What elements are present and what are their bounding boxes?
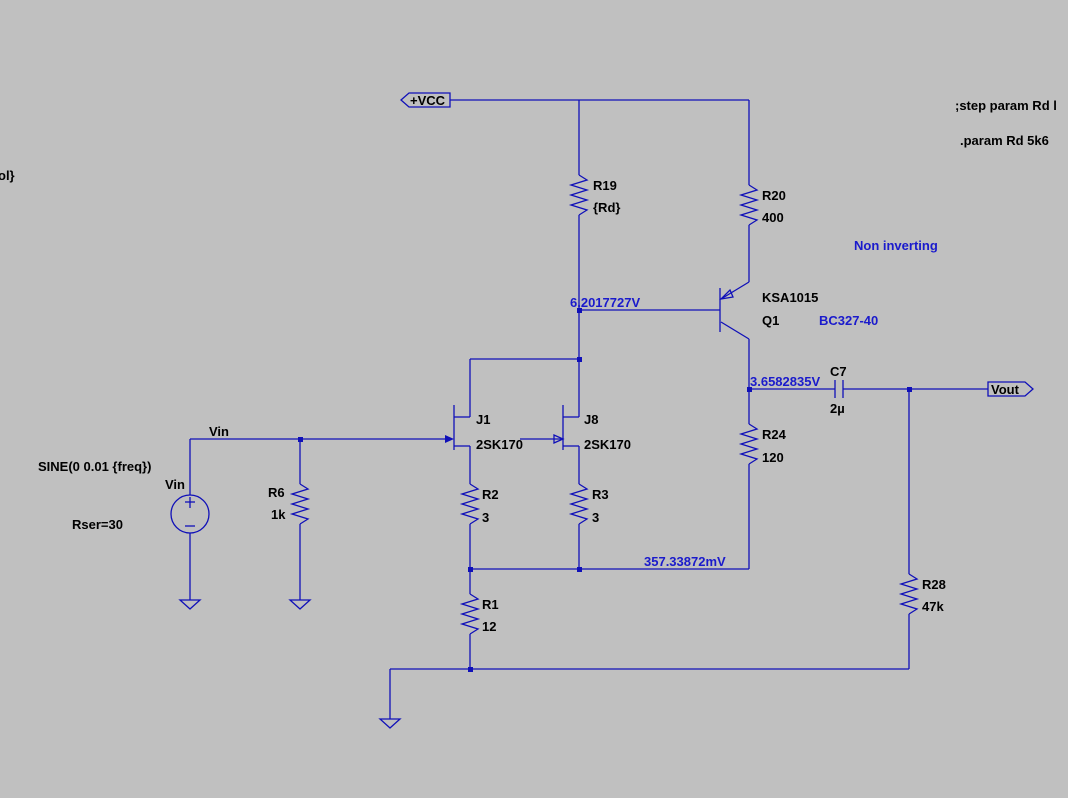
resistor-r19[interactable]: R19 {Rd}: [568, 174, 620, 310]
resistor-r20[interactable]: R20 400: [738, 184, 786, 282]
r19-value: {Rd}: [593, 200, 620, 215]
source-node[interactable]: 357.33872mV: [468, 554, 749, 572]
j8-ref: J8: [584, 412, 598, 427]
resistor-r3[interactable]: R3 3: [568, 483, 609, 569]
vin-net-label: Vin: [209, 424, 229, 439]
c7-value: 2µ: [830, 401, 845, 416]
r1-value: 12: [482, 619, 496, 634]
ground-rail[interactable]: [378, 667, 909, 729]
resistor-r1[interactable]: R1 12: [459, 593, 499, 669]
r3-ref: R3: [592, 487, 609, 502]
q1-alternative-note[interactable]: BC327-40: [819, 313, 878, 328]
drain-node[interactable]: 6.2017727V: [570, 295, 720, 359]
q1-model: KSA1015: [762, 290, 818, 305]
r2-value: 3: [482, 510, 489, 525]
r6-value: 1k: [271, 507, 286, 522]
r28-value: 47k: [922, 599, 944, 614]
q1-ref: Q1: [762, 313, 779, 328]
c7-ref: C7: [830, 364, 847, 379]
step-directive[interactable]: ;step param Rd l: [955, 98, 1057, 113]
resistor-r2[interactable]: R2 3: [459, 483, 499, 594]
r20-ref: R20: [762, 188, 786, 203]
r24-value: 120: [762, 450, 784, 465]
emitter-voltage: 3.6582835V: [750, 374, 820, 389]
svg-text:Vout: Vout: [991, 382, 1020, 397]
capacitor-c7[interactable]: C7 2µ: [830, 364, 847, 416]
param-directive[interactable]: .param Rd 5k6: [960, 133, 1049, 148]
r19-ref: R19: [593, 178, 617, 193]
r28-ref: R28: [922, 577, 946, 592]
non-inverting-note[interactable]: Non inverting: [854, 238, 938, 253]
vin-net[interactable]: Vin: [189, 424, 446, 495]
voltage-source-vin[interactable]: SINE(0 0.01 {freq}) Vin Rser=30: [38, 459, 210, 610]
j1-model: 2SK170: [476, 437, 523, 452]
j8-model: 2SK170: [584, 437, 631, 452]
drain-voltage: 6.2017727V: [570, 295, 640, 310]
r20-value: 400: [762, 210, 784, 225]
vout-port[interactable]: Vout: [987, 381, 1034, 397]
jfet-j1[interactable]: J1 2SK170: [445, 405, 523, 484]
transistor-q1[interactable]: KSA1015 Q1: [719, 281, 818, 389]
resistor-r6[interactable]: R6 1k: [268, 483, 312, 610]
jfet-drain-tie[interactable]: [469, 357, 582, 417]
j1-ref: J1: [476, 412, 490, 427]
output-net[interactable]: [843, 387, 988, 574]
vcc-port[interactable]: +VCC: [400, 92, 451, 108]
r6-ref: R6: [268, 485, 285, 500]
svg-text:+VCC: +VCC: [410, 93, 446, 108]
emitter-node[interactable]: 3.6582835V: [747, 374, 835, 392]
r1-ref: R1: [482, 597, 499, 612]
r2-ref: R2: [482, 487, 499, 502]
left-directive-fragment[interactable]: ol}: [0, 168, 15, 183]
r3-value: 3: [592, 510, 599, 525]
source-ref: Vin: [165, 477, 185, 492]
source-rser: Rser=30: [72, 517, 123, 532]
vcc-rail[interactable]: [450, 99, 750, 185]
jfet-j8[interactable]: J8 2SK170: [520, 405, 631, 484]
resistor-r28[interactable]: R28 47k: [898, 573, 946, 669]
resistor-r24[interactable]: R24 120: [738, 389, 787, 569]
source-voltage: 357.33872mV: [644, 554, 726, 569]
source-value: SINE(0 0.01 {freq}): [38, 459, 151, 474]
r24-ref: R24: [762, 427, 787, 442]
